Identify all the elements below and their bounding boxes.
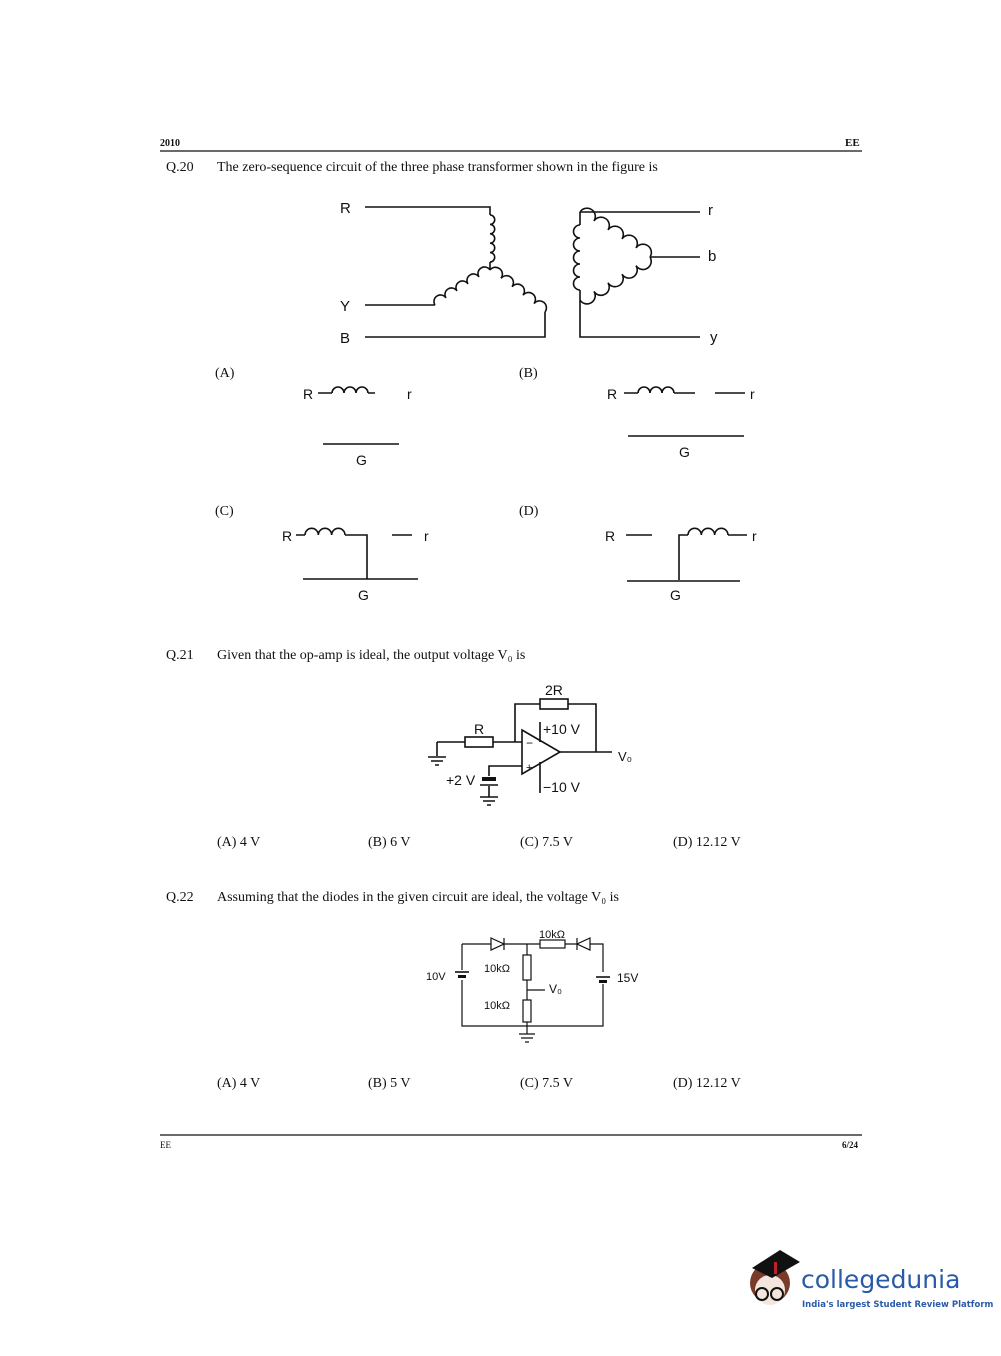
label-G: G <box>356 452 367 468</box>
label-R: R <box>607 386 617 402</box>
label-r: r <box>750 386 755 402</box>
diode-icon <box>575 937 591 951</box>
q20-number: Q.20 <box>166 160 194 175</box>
q21-option-d[interactable]: (D) 12.12 V <box>673 835 741 850</box>
label-vneg: −10 V <box>543 779 581 795</box>
header-paper-code: EE <box>845 137 860 149</box>
label-R: R <box>605 528 615 544</box>
label-G: G <box>670 587 681 603</box>
q22-number: Q.22 <box>166 890 194 905</box>
label-r: r <box>752 528 757 544</box>
inductor-coil-icon <box>687 527 729 536</box>
label-r-mid: 10kΩ <box>484 963 510 975</box>
label-2R: 2R <box>545 682 563 698</box>
label-vo: V₀ <box>618 749 632 764</box>
inductor-coil-icon <box>579 207 653 258</box>
label-r: r <box>424 528 429 544</box>
label-vpos: +10 V <box>543 721 581 737</box>
q21-option-a[interactable]: (A) 4 V <box>217 835 260 850</box>
footer-page: 6/24 <box>842 1140 859 1150</box>
logo-wordmark: collegedunia <box>801 1265 960 1294</box>
q21-option-c[interactable]: (C) 7.5 V <box>520 835 573 850</box>
battery-icon <box>482 777 496 781</box>
transformer-figure: R Y B r b y <box>340 200 718 347</box>
label-G: G <box>679 444 690 460</box>
q22-option-b[interactable]: (B) 5 V <box>368 1076 411 1091</box>
diode-icon <box>490 937 506 951</box>
option-label: (C) <box>215 504 234 519</box>
option-label: (A) <box>215 366 235 381</box>
label-R: R <box>474 721 484 737</box>
label-G: G <box>358 587 369 603</box>
label-source: +2 V <box>446 772 476 788</box>
diode-circuit-figure: 10kΩ 10kΩ 10kΩ 10V 15V V₀ <box>426 929 638 1043</box>
q21-number: Q.21 <box>166 648 194 663</box>
inductor-coil-icon <box>304 527 346 536</box>
plus-sign: + <box>526 762 532 774</box>
label-10v: 10V <box>426 971 446 983</box>
label-Y: Y <box>340 298 350 315</box>
inductor-coil-icon <box>331 386 369 394</box>
q22-option-a[interactable]: (A) 4 V <box>217 1076 260 1091</box>
inductor-coil-icon <box>637 386 675 394</box>
minus-sign: − <box>526 736 533 750</box>
collegedunia-logo: collegedunia India's largest Student Rev… <box>750 1250 994 1310</box>
label-b: b <box>708 248 716 265</box>
q22-option-d[interactable]: (D) 12.12 V <box>673 1076 741 1091</box>
inductor-coil-icon <box>579 256 653 305</box>
label-R: R <box>340 200 351 217</box>
q20-text: The zero-sequence circuit of the three p… <box>217 160 658 175</box>
q22-text: Assuming that the diodes in the given ci… <box>217 890 619 905</box>
opamp-figure: − + R 2R +10 V −10 V +2 V V₀ <box>428 682 632 806</box>
logo-tagline: India's largest Student Review Platform <box>802 1300 994 1310</box>
mascot-icon <box>750 1250 800 1305</box>
battery-icon <box>599 980 607 983</box>
label-y: y <box>710 329 718 346</box>
battery-icon <box>458 975 466 978</box>
label-15v: 15V <box>617 971 638 985</box>
label-r: r <box>407 386 412 402</box>
option-label: (D) <box>519 504 539 519</box>
footer-paper-code: EE <box>160 1140 171 1150</box>
inductor-coil-icon <box>489 214 496 263</box>
label-R: R <box>282 528 292 544</box>
q20-option-b[interactable]: (B) R r G <box>519 366 755 460</box>
q21-text: Given that the op-amp is ideal, the outp… <box>217 648 525 663</box>
q21-option-b[interactable]: (B) 6 V <box>368 835 411 850</box>
option-label: (B) <box>519 366 538 381</box>
label-B: B <box>340 330 350 347</box>
inductor-coil-icon <box>572 224 581 291</box>
label-R: R <box>303 386 313 402</box>
q20-option-c[interactable]: (C) R r G <box>215 504 429 603</box>
q22-option-c[interactable]: (C) 7.5 V <box>520 1076 573 1091</box>
q20-option-d[interactable]: (D) R r G <box>519 504 757 603</box>
q20-option-a[interactable]: (A) R r G <box>215 366 412 468</box>
label-vo: V₀ <box>549 982 562 996</box>
label-r-bot: 10kΩ <box>484 1000 510 1012</box>
header-year: 2010 <box>160 138 180 149</box>
label-r: r <box>708 202 713 219</box>
inductor-coil-icon <box>433 266 491 306</box>
inductor-coil-icon <box>489 266 548 313</box>
label-r-top: 10kΩ <box>539 929 565 941</box>
